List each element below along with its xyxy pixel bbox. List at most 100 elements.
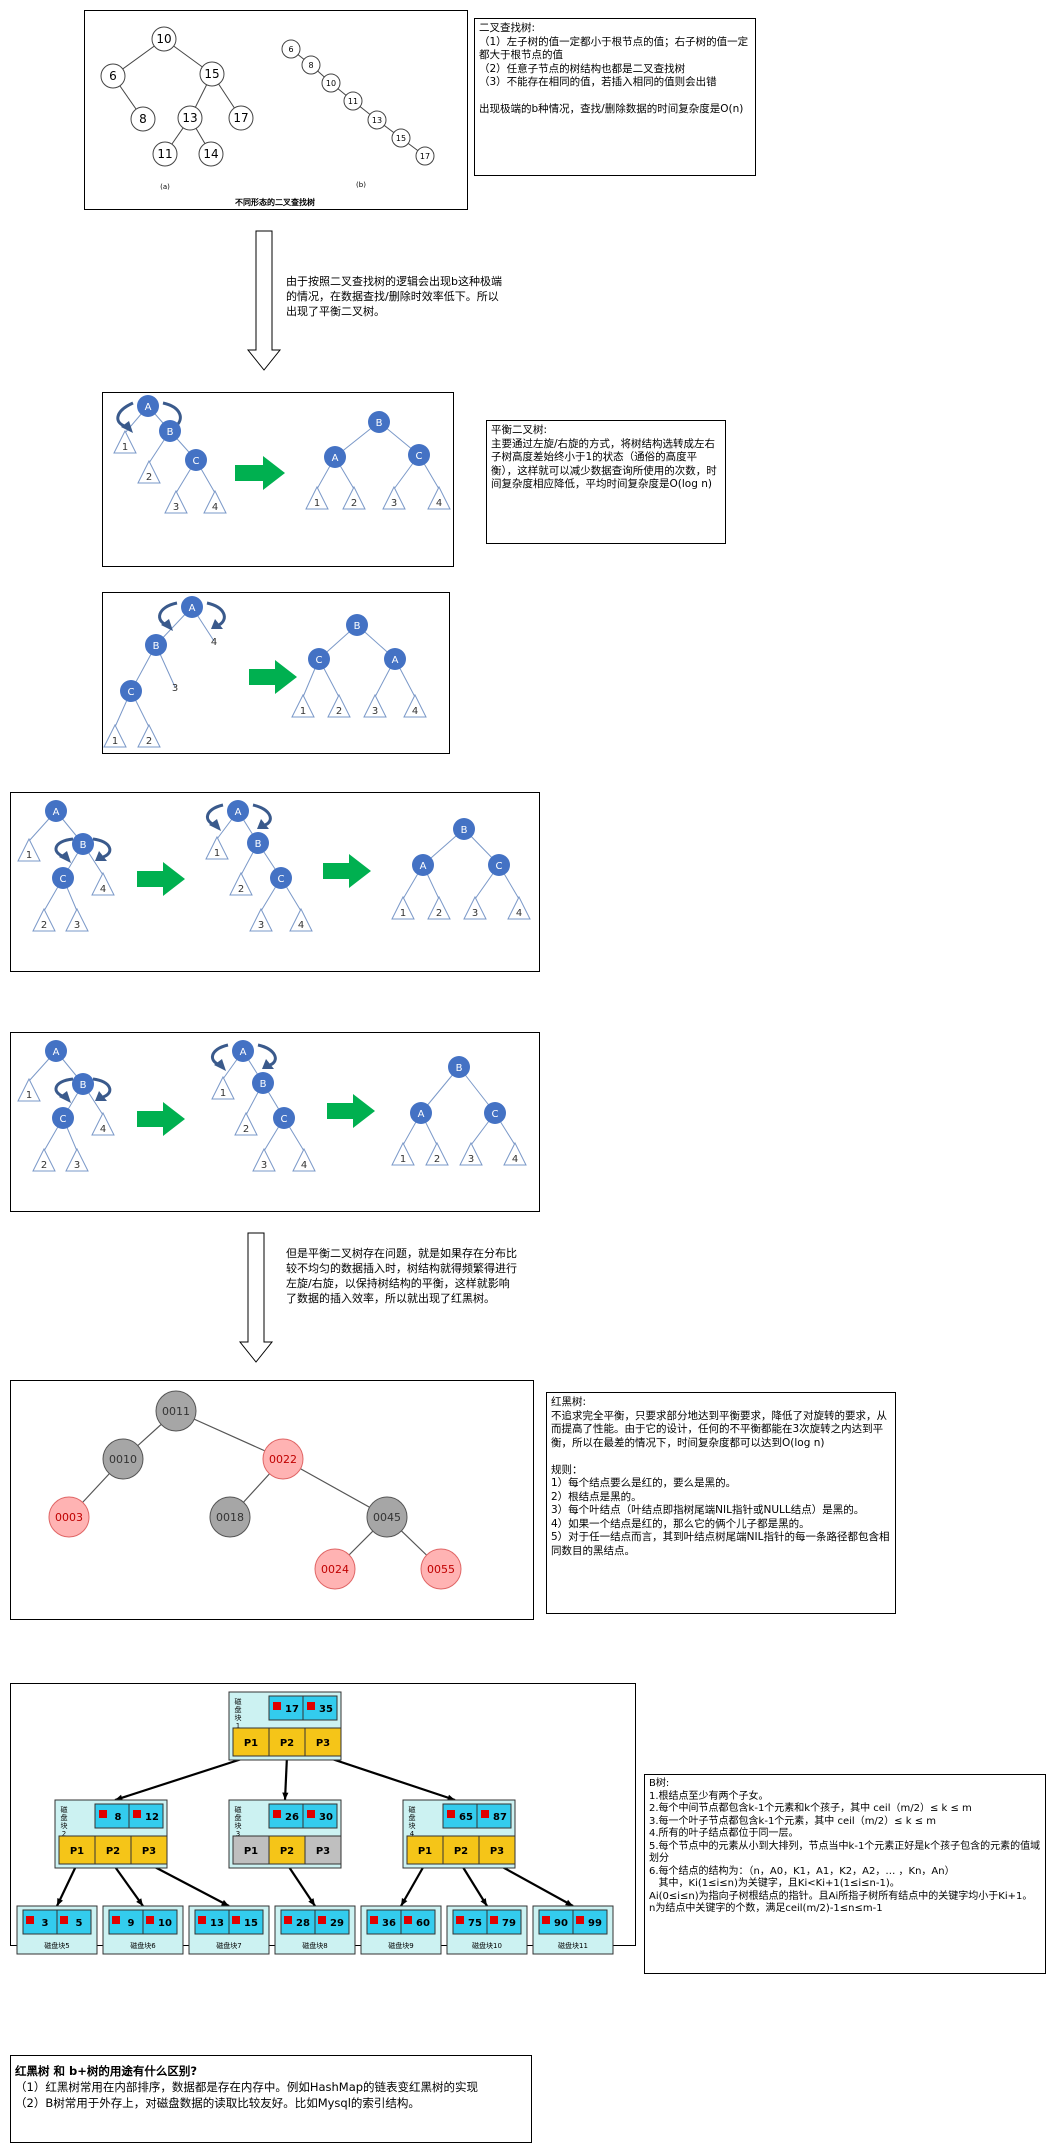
avl-diagram-2: A B C B C A 4 3 1 2 1 2 3 4 bbox=[103, 596, 427, 748]
rb-node-red bbox=[420, 1548, 462, 1590]
bst-a-node bbox=[228, 105, 254, 131]
leaf-label: 2 bbox=[41, 1160, 47, 1171]
bst-b-label: 17 bbox=[420, 152, 430, 161]
leaf-label: 4 bbox=[436, 498, 442, 509]
leaf-label: 3 bbox=[391, 498, 397, 509]
leaf-label: 3 bbox=[258, 920, 264, 931]
rb-node-label: 0010 bbox=[109, 1453, 137, 1466]
disk-block-label: 磁盘块8 bbox=[302, 1941, 327, 1950]
disk-block-label: 磁 bbox=[409, 1805, 416, 1814]
avl-node-label: C bbox=[128, 687, 135, 698]
leaf-label: 2 bbox=[146, 472, 152, 483]
avl-node-label: A bbox=[235, 807, 242, 818]
leaf-label: 1 bbox=[214, 848, 220, 859]
leaf-label: 3 bbox=[261, 1160, 267, 1171]
leaf-label: 4 bbox=[512, 1154, 518, 1165]
disk-block-label: 盘 bbox=[235, 1705, 242, 1714]
disk-block-label: 1 bbox=[236, 1722, 240, 1730]
avl-node-label: B bbox=[376, 418, 383, 429]
leaf-label: 1 bbox=[220, 1088, 226, 1099]
bst-b-node bbox=[343, 91, 363, 111]
avl-node-label: C bbox=[60, 1114, 67, 1125]
bst-a-node bbox=[100, 63, 126, 89]
avl-diagram-3: A B C A B C B A C 1 4 2 3 1 2 3 4 1 2 3 … bbox=[17, 800, 531, 932]
avl-node-label: A bbox=[189, 603, 196, 614]
down-arrow-icon bbox=[246, 230, 282, 371]
avl-node-label: B bbox=[354, 621, 361, 632]
leaf-label: 2 bbox=[436, 908, 442, 919]
leaf-label: 1 bbox=[300, 706, 306, 717]
btree-key: 3 bbox=[42, 1918, 49, 1929]
down-arrow-icon bbox=[238, 1232, 274, 1363]
leaf-label: 2 bbox=[243, 1124, 249, 1135]
avl-node-label: C bbox=[492, 1109, 499, 1120]
btree-pointer: P1 bbox=[244, 1846, 258, 1857]
bst-a-label: 15 bbox=[204, 67, 219, 81]
btree-key: 29 bbox=[330, 1918, 344, 1929]
leaf-label: 3 bbox=[74, 920, 80, 931]
avl-node-label: A bbox=[53, 807, 60, 818]
leaf-label: 3 bbox=[74, 1160, 80, 1171]
leaf-label: 4 bbox=[212, 502, 218, 513]
disk-block-label: 磁盘块7 bbox=[216, 1941, 241, 1950]
bst-a-label: 11 bbox=[157, 147, 172, 161]
btree-key: 28 bbox=[296, 1918, 310, 1929]
leaf-label: 2 bbox=[41, 920, 47, 931]
btree-key: 65 bbox=[459, 1812, 473, 1823]
disk-block-label: 磁盘块5 bbox=[44, 1941, 69, 1950]
rb-node-red bbox=[48, 1496, 90, 1538]
summary-line-2: （2）B树常用于外存上，对磁盘数据的读取比较友好。比如Mysql的索引结构。 bbox=[15, 2096, 420, 2110]
transition-text-2: 但是平衡二叉树存在问题，就是如果存在分布比较不均匀的数据插入时，树结构就得频繁得… bbox=[286, 1247, 517, 1305]
disk-block-label: 磁盘块9 bbox=[388, 1941, 413, 1950]
leaf-label: 1 bbox=[26, 850, 32, 861]
avl-node-label: A bbox=[145, 402, 152, 413]
bst-a-label: 14 bbox=[203, 147, 218, 161]
leaf-label: 1 bbox=[122, 442, 128, 453]
btree-key: 10 bbox=[158, 1918, 172, 1929]
bst-b-label: 11 bbox=[348, 97, 358, 106]
bst-a-node bbox=[177, 105, 203, 131]
leaf-label: 3 bbox=[468, 1154, 474, 1165]
rb-node-black bbox=[366, 1496, 408, 1538]
leaf-label: 3 bbox=[173, 502, 179, 513]
bst-b-label: 15 bbox=[396, 134, 406, 143]
transition-text-1: 由于按照二叉查找树的逻辑会出现b这种极端的情况，在数据查找/删除时效率低下。所以… bbox=[286, 275, 502, 318]
btree-key: 30 bbox=[319, 1812, 333, 1823]
avl-node-label: A bbox=[240, 1047, 247, 1058]
right-arrow-icon bbox=[137, 862, 185, 896]
leaf-label: 4 bbox=[100, 884, 106, 895]
btree-pointer: P1 bbox=[70, 1846, 84, 1857]
rb-node-label: 0011 bbox=[162, 1405, 190, 1418]
bst-a-label: 17 bbox=[233, 111, 248, 125]
btree-pointer: P1 bbox=[418, 1846, 432, 1857]
avl-rotation-box-1: A B C B A C 1 2 3 4 1 2 3 4 bbox=[102, 392, 454, 567]
disk-block-label: 盘 bbox=[61, 1813, 68, 1822]
disk-block-label: 块 bbox=[235, 1713, 242, 1722]
leaf-label: 1 bbox=[112, 736, 118, 747]
leaf-label: 4 bbox=[211, 637, 217, 648]
bst-b-label: 6 bbox=[288, 45, 293, 54]
right-arrow-icon bbox=[327, 1094, 375, 1128]
rb-node-label: 0003 bbox=[55, 1511, 83, 1524]
right-arrow-icon bbox=[235, 456, 285, 490]
btree-key: 9 bbox=[128, 1918, 135, 1929]
btree-key: 5 bbox=[76, 1918, 83, 1929]
btree-key: 99 bbox=[588, 1918, 602, 1929]
bst-a-node bbox=[130, 106, 156, 132]
avl-node-label: A bbox=[332, 453, 339, 464]
bst-a-node bbox=[199, 61, 225, 87]
avl-node-label: C bbox=[416, 451, 423, 462]
leaf-label: 4 bbox=[516, 908, 522, 919]
avl-node-label: C bbox=[60, 874, 67, 885]
avl-rotation-box-3: A B C A B C B A C 1 4 2 3 1 2 3 4 1 2 3 … bbox=[10, 792, 540, 972]
right-arrow-icon bbox=[137, 1102, 185, 1136]
avl-node-label: B bbox=[153, 641, 160, 652]
bst-title: 不同形态的二叉查找树 bbox=[235, 197, 315, 207]
bst-b-node bbox=[415, 146, 435, 166]
btree-key: 12 bbox=[145, 1812, 159, 1823]
bst-a-label: 6 bbox=[109, 69, 117, 83]
avl-node-label: A bbox=[420, 861, 427, 872]
disk-block-label: 块 bbox=[409, 1821, 416, 1830]
avl-diagram-1: A B C B A C 1 2 3 4 1 2 3 4 bbox=[113, 395, 451, 514]
